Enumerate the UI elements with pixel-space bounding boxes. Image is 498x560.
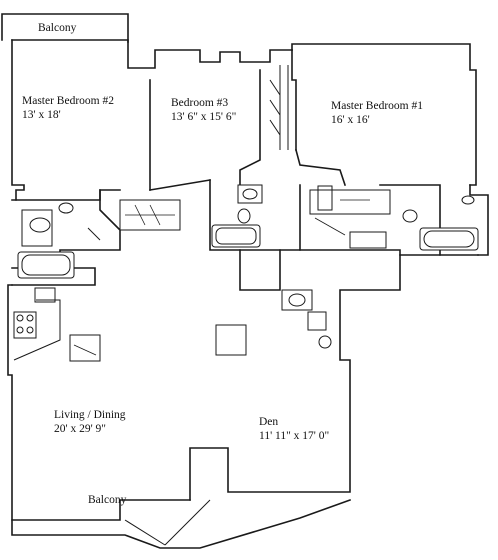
balcony-bottom-outline xyxy=(11,498,352,549)
room-bedroom-3-name: Bedroom #3 xyxy=(171,97,229,109)
windows xyxy=(269,65,289,150)
room-living-dining-size: 20' x 29' 9" xyxy=(54,423,106,435)
room-den-name: Den xyxy=(259,416,279,428)
room-master-bedroom-1-name: Master Bedroom #1 xyxy=(331,100,423,112)
room-master-bedroom-1-size: 16' x 16' xyxy=(331,114,370,126)
closet-hatch-2 xyxy=(309,185,391,236)
balcony-top-label: Balcony xyxy=(38,22,77,34)
balcony-bottom-label: Balcony xyxy=(88,494,127,506)
balcony-top-outline xyxy=(1,13,129,43)
room-master-bedroom-2-size: 13' x 18' xyxy=(22,109,61,121)
room-living-dining-name: Living / Dining xyxy=(54,409,126,421)
column xyxy=(215,324,247,356)
room-bedroom-3-size: 13' 6" x 15' 6" xyxy=(171,111,237,123)
interior-walls xyxy=(11,49,441,291)
closet-hatch-1 xyxy=(119,199,181,231)
kitchen-fixtures xyxy=(13,287,101,362)
bath-left-fixtures xyxy=(17,202,101,279)
powder-room-fixtures xyxy=(281,289,332,349)
room-den-size: 11' 11" x 17' 0" xyxy=(259,430,330,442)
room-master-bedroom-2-name: Master Bedroom #2 xyxy=(22,95,114,107)
bath-center-fixtures xyxy=(211,184,263,248)
bath-right-fixtures xyxy=(349,195,479,251)
